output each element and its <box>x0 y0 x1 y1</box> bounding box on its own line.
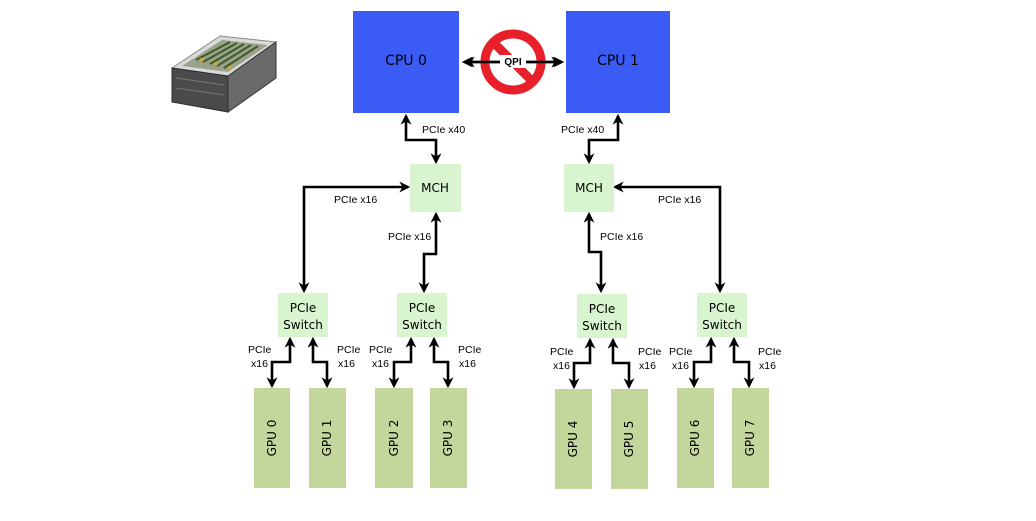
sw1-gpu2-label-line1: PCIe <box>369 344 393 356</box>
sw2-gpu4-label-line1: PCIe <box>550 346 574 358</box>
mch-0-body <box>410 164 461 212</box>
cpu1-mch-label: PCIe x40 <box>561 124 604 136</box>
switch3-gpu6-link <box>688 336 717 389</box>
gpu-6-box: GPU 6 <box>677 388 714 488</box>
switch-0-line1: PCIe <box>290 301 317 315</box>
cpu-1-box: CPU 1 <box>566 11 670 113</box>
gpu-4-box: GPU 4 <box>555 389 592 489</box>
gpu-4-label: GPU 4 <box>566 421 580 458</box>
gpu-3-body <box>430 388 467 488</box>
switch3-gpu7-link <box>728 336 755 389</box>
switch-1-body <box>397 293 447 337</box>
gpu-6-label: GPU 6 <box>688 420 702 457</box>
switch0-gpu1-link <box>307 336 333 389</box>
sw1-gpu3-label-line1: PCIe <box>458 344 482 356</box>
gpu-5-label: GPU 5 <box>622 421 636 458</box>
cpu-0-box: CPU 0 <box>353 11 459 113</box>
cpu-0-label: CPU 0 <box>385 53 427 69</box>
mch1-switch3-link <box>612 181 726 294</box>
gpu-0-box: GPU 0 <box>254 388 290 488</box>
mch0-switch1-link <box>418 211 442 294</box>
switch-gpu-labels: PCIe x16 PCIe x16 PCIe x16 PCIe x16 PCIe… <box>248 344 782 372</box>
mch-0-box: MCH <box>410 164 461 212</box>
sw0-gpu1-label-line2: x16 <box>338 358 355 370</box>
gpu-4-body <box>555 389 592 489</box>
mch0-switch1-label: PCIe x16 <box>388 231 431 243</box>
cpu-1-label: CPU 1 <box>597 53 639 69</box>
switch-2-body <box>577 294 627 338</box>
cpu-1-body <box>566 11 670 113</box>
switch2-gpu4-link <box>568 337 596 390</box>
switch-0-box: PCIe Switch <box>278 293 328 337</box>
gpu-3-box: GPU 3 <box>430 388 467 488</box>
switch1-gpu3-link <box>428 336 454 389</box>
gpu-2-label: GPU 2 <box>387 420 401 457</box>
mch1-switch2-label: PCIe x16 <box>600 231 643 243</box>
qpi-label: QPI <box>504 57 521 68</box>
sw0-gpu0-label-line1: PCIe <box>248 344 272 356</box>
cpu0-mch-link <box>400 113 442 165</box>
link-arrows <box>266 56 755 390</box>
switch-1-line2: Switch <box>402 318 442 332</box>
switch-0-body <box>278 293 328 337</box>
cpu-0-body <box>353 11 459 113</box>
sw3-gpu7-label-line2: x16 <box>759 360 776 372</box>
sw1-gpu3-label-line2: x16 <box>459 358 476 370</box>
sw2-gpu4-label-line2: x16 <box>553 360 570 372</box>
sw2-gpu5-label-line2: x16 <box>639 360 656 372</box>
sw0-gpu1-label-line1: PCIe <box>337 344 361 356</box>
switch1-gpu2-link <box>388 336 417 389</box>
gpu-0-body <box>254 388 290 488</box>
switch-2-box: PCIe Switch <box>577 294 627 338</box>
sw3-gpu6-label-line1: PCIe <box>669 346 693 358</box>
gpu-6-body <box>677 388 714 488</box>
switch-3-line2: Switch <box>702 318 742 332</box>
mch-1-body <box>564 164 614 212</box>
gpu-7-body <box>732 388 769 488</box>
switch-2-line1: PCIe <box>589 302 616 316</box>
sw3-gpu6-label-line2: x16 <box>672 360 689 372</box>
mch1-switch3-label: PCIe x16 <box>658 194 701 206</box>
switch0-gpu0-link <box>266 336 296 389</box>
switch-3-body <box>697 293 747 337</box>
cpu0-mch-label: PCIe x40 <box>422 124 465 136</box>
gpu-7-label: GPU 7 <box>743 420 757 457</box>
mch-0-label: MCH <box>421 181 449 195</box>
gpu-2-body <box>375 388 413 488</box>
mch-1-box: MCH <box>564 164 614 212</box>
switch-3-box: PCIe Switch <box>697 293 747 337</box>
switch-0-line2: Switch <box>283 318 323 332</box>
gpu-0-label: GPU 0 <box>265 420 279 457</box>
gpu-7-box: GPU 7 <box>732 388 769 488</box>
mch1-switch2-link <box>583 211 607 294</box>
sw0-gpu0-label-line2: x16 <box>251 358 268 370</box>
mch0-switch0-link <box>298 181 411 294</box>
mch-1-label: MCH <box>575 181 603 195</box>
gpu-5-box: GPU 5 <box>611 389 648 489</box>
gpu-1-body <box>309 388 346 488</box>
gpu-1-label: GPU 1 <box>320 420 334 457</box>
qpi-label-bg <box>500 55 526 68</box>
gpu-3-label: GPU 3 <box>441 420 455 457</box>
gpu-group: GPU 0 GPU 1 GPU 2 GPU 3 GPU 4 GPU 5 GPU … <box>254 388 769 489</box>
switch2-gpu5-link <box>607 337 635 390</box>
server-chassis-icon <box>170 35 278 113</box>
switch-1-box: PCIe Switch <box>397 293 447 337</box>
switch-1-line1: PCIe <box>409 301 436 315</box>
sw1-gpu2-label-line2: x16 <box>372 358 389 370</box>
switch-3-line1: PCIe <box>709 301 736 315</box>
cpu1-mch-link <box>583 113 624 165</box>
sw3-gpu7-label-line1: PCIe <box>758 346 782 358</box>
gpu-5-body <box>611 389 648 489</box>
mch0-switch0-label: PCIe x16 <box>334 194 377 206</box>
switch-2-line2: Switch <box>582 319 622 333</box>
sw2-gpu5-label-line1: PCIe <box>638 346 662 358</box>
gpu-2-box: GPU 2 <box>375 388 413 488</box>
gpu-1-box: GPU 1 <box>309 388 346 488</box>
